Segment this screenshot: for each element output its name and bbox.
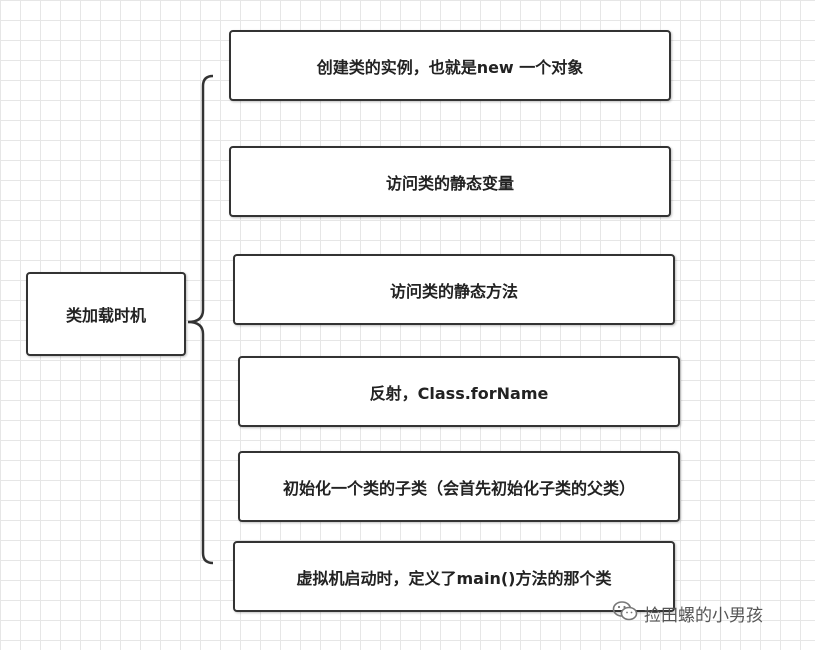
child-label: 访问类的静态变量	[385, 173, 514, 193]
child-node-reflection: 反射，Class.forName	[238, 356, 680, 427]
root-node: 类加载时机	[26, 272, 186, 356]
child-label: 虚拟机启动时，定义了main()方法的那个类	[296, 568, 612, 588]
child-label: 反射，Class.forName	[369, 383, 549, 403]
child-node-create-instance: 创建类的实例，也就是new 一个对象	[229, 30, 671, 101]
child-node-subclass-init: 初始化一个类的子类（会首先初始化子类的父类）	[238, 451, 680, 522]
child-node-main-class: 虚拟机启动时，定义了main()方法的那个类	[233, 541, 675, 612]
child-label: 初始化一个类的子类（会首先初始化子类的父类）	[282, 478, 635, 498]
child-node-static-method: 访问类的静态方法	[233, 254, 675, 325]
wechat-icon	[612, 600, 638, 627]
child-node-static-variable: 访问类的静态变量	[229, 146, 671, 217]
child-label: 访问类的静态方法	[389, 281, 518, 301]
watermark: 捡田螺的小男孩	[612, 600, 763, 627]
watermark-text: 捡田螺的小男孩	[644, 606, 763, 626]
child-label: 创建类的实例，也就是new 一个对象	[316, 57, 584, 77]
root-label: 类加载时机	[65, 306, 146, 325]
